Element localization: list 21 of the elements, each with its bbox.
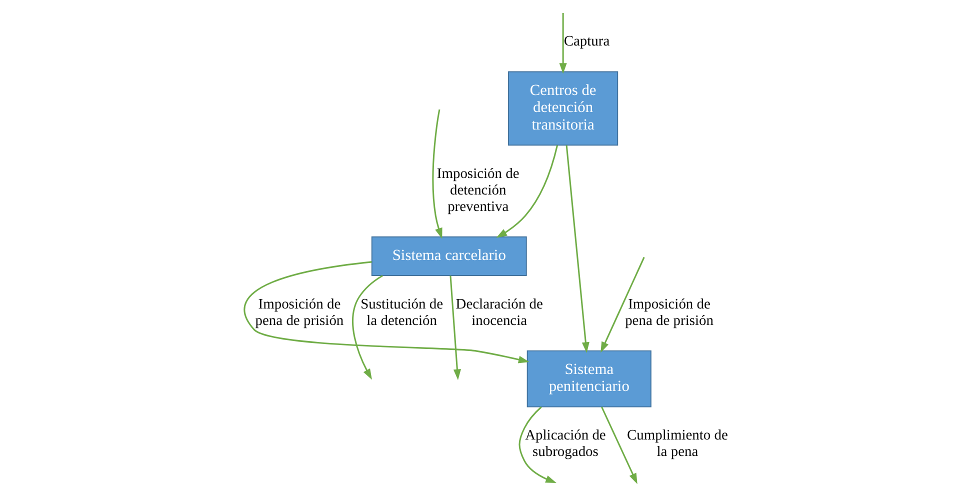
arrow bbox=[518, 406, 556, 483]
edge-label: Cumplimiento de la pena bbox=[626, 428, 728, 460]
edge-label: Aplicación de subrogados bbox=[524, 428, 606, 460]
node-box: Sistema carcelario bbox=[370, 236, 526, 276]
edge-label: Imposición de pena de prisión bbox=[624, 296, 713, 329]
arrow bbox=[352, 275, 382, 380]
edge-label: Imposición de pena de prisión bbox=[254, 296, 344, 329]
edge-label: Sustitución de la detención bbox=[360, 296, 443, 329]
arrow bbox=[432, 109, 442, 239]
arrow bbox=[600, 406, 637, 484]
node-box: Centros de detención transitoria bbox=[508, 71, 618, 146]
arrow bbox=[565, 145, 589, 353]
edge-label: Declaración de inocencia bbox=[455, 296, 542, 329]
arrow bbox=[244, 261, 529, 364]
arrow bbox=[449, 276, 460, 380]
arrow bbox=[496, 145, 558, 238]
arrow bbox=[600, 256, 644, 353]
edge-label: Imposición de detención preventiva bbox=[436, 166, 519, 215]
node-box: Sistema penitenciario bbox=[526, 350, 651, 408]
arrow bbox=[558, 12, 566, 74]
edge-label: Captura bbox=[563, 34, 610, 50]
